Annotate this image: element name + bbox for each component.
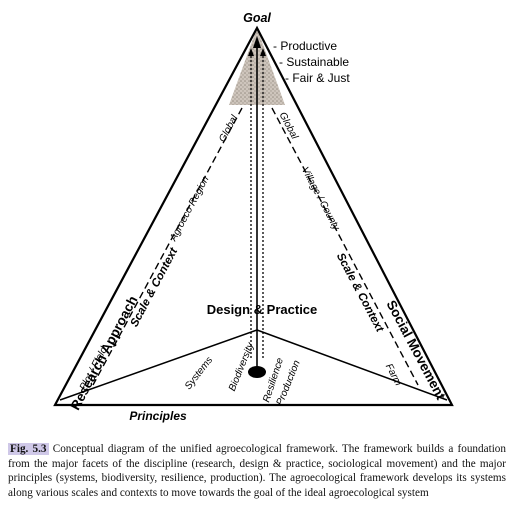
framework-diagram: Goal - Productive - Sustainable - Fair &… (53, 11, 454, 423)
principles-label: Principles (129, 409, 187, 423)
arrow-head-left-icon (248, 48, 254, 56)
goal-item-productive: - Productive (273, 39, 337, 53)
social-movement-label: Social Movement (383, 298, 448, 403)
figure-caption: Fig. 5.3 Conceptual diagram of the unifi… (8, 442, 506, 500)
figure-label: Fig. 5.3 (8, 443, 49, 455)
right-scale-global: Global (277, 110, 301, 141)
arrow-head-icon (253, 36, 261, 48)
inner-triangle-left-edge (59, 329, 258, 401)
goal-item-sustainable: - Sustainable (279, 55, 349, 69)
left-scale-global: Global (217, 113, 241, 144)
left-scale-context-label: Scale & Context (128, 245, 180, 329)
principle-biodiversity: Biodiversity (227, 340, 257, 392)
goal-item-fair-just: - Fair & Just (285, 71, 350, 85)
design-practice-label: Design & Practice (207, 302, 318, 317)
right-scale-village-county: Village / County (299, 165, 342, 233)
principle-systems: Systems (183, 355, 215, 392)
goal-title: Goal (243, 11, 271, 25)
arrow-head-right-icon (260, 48, 266, 56)
center-disk (248, 366, 266, 378)
left-scale-dashed-line (92, 107, 243, 386)
figure-caption-text: Conceptual diagram of the unified agroec… (8, 443, 506, 499)
outer-triangle (53, 25, 454, 407)
right-scale-dashed-line (271, 107, 419, 386)
right-scale-farm: Farm (383, 362, 404, 388)
inner-triangle-right-edge (256, 329, 448, 401)
